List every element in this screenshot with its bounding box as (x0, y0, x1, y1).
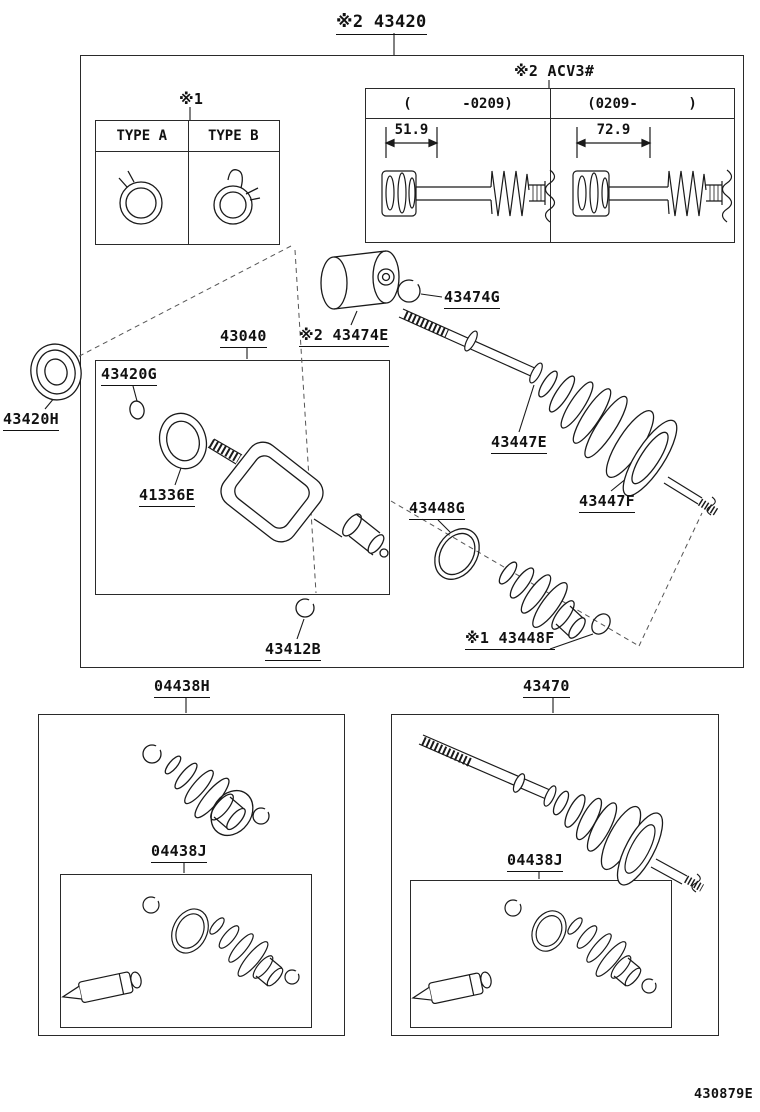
clamp-type-table: TYPE A TYPE B (95, 120, 280, 245)
callout-43448G: 43448G (409, 499, 465, 520)
assembly-callout-43420: ※2 43420 (336, 12, 427, 36)
clamp-table-divider (187, 121, 189, 244)
oil-seal-43420H-drawing (30, 343, 82, 401)
grease-kit-box-04438J-left (60, 874, 312, 1028)
callout-04438H: 04438H (154, 677, 210, 698)
callout-04438J-left: 04438J (151, 842, 207, 863)
grease-kit-box-04438J-right (410, 880, 672, 1028)
inner-joint-box (95, 360, 390, 595)
variant-range-late: (0209- ) (587, 96, 697, 112)
clamp-table-header: TYPE A TYPE B (96, 121, 279, 152)
variant-table: ( -0209) (0209- ) (365, 88, 735, 243)
callout-43448F: ※1 43448F (465, 629, 555, 650)
type-a-header: TYPE A (116, 128, 168, 144)
shaft-box-43470 (391, 714, 719, 1036)
callout-43447E: 43447E (491, 433, 547, 454)
callout-04438J-right: 04438J (507, 851, 563, 872)
callout-43474E: ※2 43474E (299, 326, 389, 347)
boot-kit-box-04438H (38, 714, 345, 1036)
callout-41336E: 41336E (139, 486, 195, 507)
callout-43040: 43040 (220, 327, 267, 348)
variant-range-early: ( -0209) (403, 96, 513, 112)
callout-43420H: 43420H (3, 410, 59, 431)
type-b-header: TYPE B (207, 128, 259, 144)
dimension-early: 51.9 (394, 122, 429, 138)
note-ref-1: ※1 (179, 90, 204, 108)
callout-43474G: 43474G (444, 288, 500, 309)
note-acv3: ※2 ACV3# (514, 62, 595, 80)
callout-43447F: 43447F (579, 492, 635, 513)
variant-table-divider (550, 89, 551, 242)
callout-43420G: 43420G (101, 365, 157, 386)
doc-code: 430879E (694, 1086, 753, 1102)
dimension-late: 72.9 (596, 122, 631, 138)
callout-43470: 43470 (523, 677, 570, 698)
callout-43412B: 43412B (265, 640, 321, 661)
